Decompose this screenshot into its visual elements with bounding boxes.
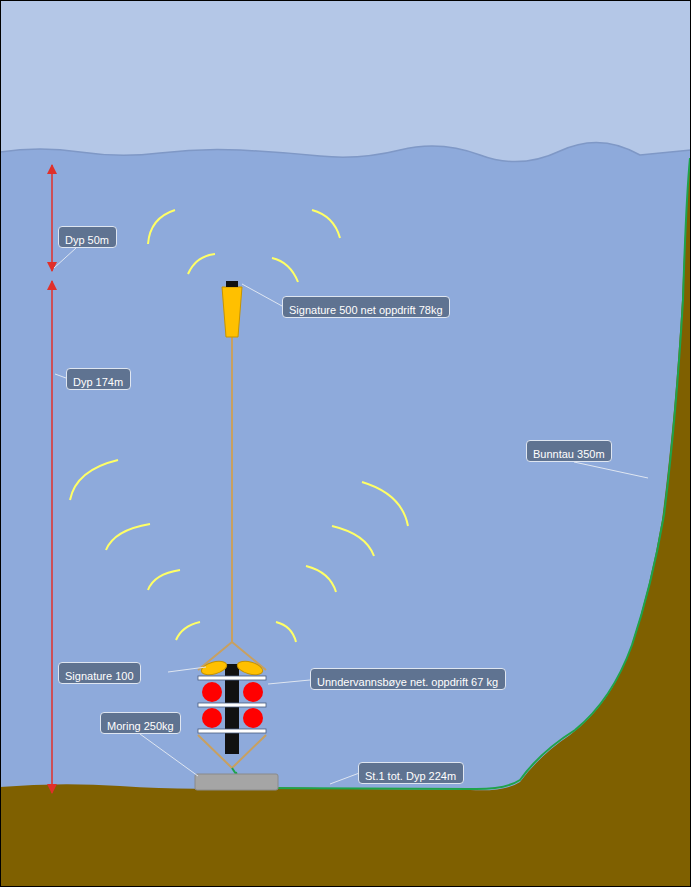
callout-label: Moring 250kg [107,719,174,733]
callout-box: Signature 100 [58,662,141,684]
callout-box: Unndervannsbøye net. oppdrift 67 kg [310,668,506,690]
sound-waves [70,210,408,642]
depth-arrow [51,165,53,271]
mooring-rope [231,337,233,642]
callout-tails [54,248,648,784]
callout-label: Signature 100 [65,669,134,683]
callout-box: Signature 500 net oppdrift 78kg [282,296,450,318]
callout-label: St.1 tot. Dyp 224m [365,769,456,783]
callout-box: St.1 tot. Dyp 224m [358,762,464,784]
callout-label: Bunntau 350m [533,447,605,461]
mooring-weight [195,774,278,790]
callout-label: Dyp 174m [73,375,123,389]
callout-label: Unndervannsbøye net. oppdrift 67 kg [317,675,498,689]
ground-line [236,158,690,789]
callout-box: Moring 250kg [100,712,181,734]
sea-surface [0,142,691,161]
water [0,142,691,887]
transducer-cap [226,281,238,287]
callout-box: Dyp 50m [58,226,117,248]
callout-label: Dyp 50m [65,233,109,247]
callout-box: Bunntau 350m [526,440,612,462]
instrument-buoy [222,287,242,337]
depth-arrow [51,281,53,793]
callout-box: Dyp 174m [66,368,131,390]
seabed [0,150,691,887]
callout-label: Signature 500 net oppdrift 78kg [289,303,443,317]
subsurface-buoy [198,642,266,774]
